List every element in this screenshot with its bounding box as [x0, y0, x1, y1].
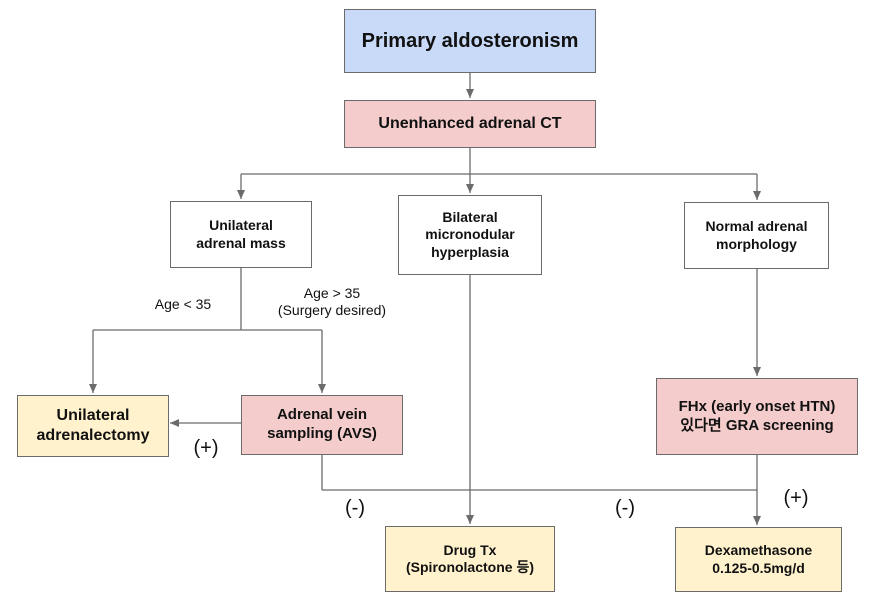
node-normal-morphology: Normal adrenal morphology — [684, 202, 829, 269]
label-age-over-35: Age > 35 (Surgery desired) — [277, 285, 387, 318]
label-avs-positive: (+) — [193, 437, 219, 459]
label-fhx-negative: (-) — [615, 497, 635, 519]
node-bilateral-hyperplasia: Bilateral micronodular hyperplasia — [398, 195, 542, 275]
node-unilateral-mass: Unilateral adrenal mass — [170, 201, 312, 268]
node-unenhanced-ct: Unenhanced adrenal CT — [344, 100, 596, 148]
label-avs-negative: (-) — [345, 497, 365, 519]
node-primary-aldosteronism: Primary aldosteronism — [344, 9, 596, 73]
node-drug-treatment: Drug Tx (Spironolactone 등) — [385, 526, 555, 592]
label-fhx-positive: (+) — [783, 487, 809, 509]
node-unilateral-adrenalectomy: Unilateral adrenalectomy — [17, 395, 169, 457]
node-fhx-gra-screening: FHx (early onset HTN) 있다면 GRA screening — [656, 378, 858, 455]
node-dexamethasone: Dexamethasone 0.125-0.5mg/d — [675, 527, 842, 592]
node-adrenal-vein-sampling: Adrenal vein sampling (AVS) — [241, 395, 403, 455]
label-age-under-35: Age < 35 — [154, 296, 212, 312]
